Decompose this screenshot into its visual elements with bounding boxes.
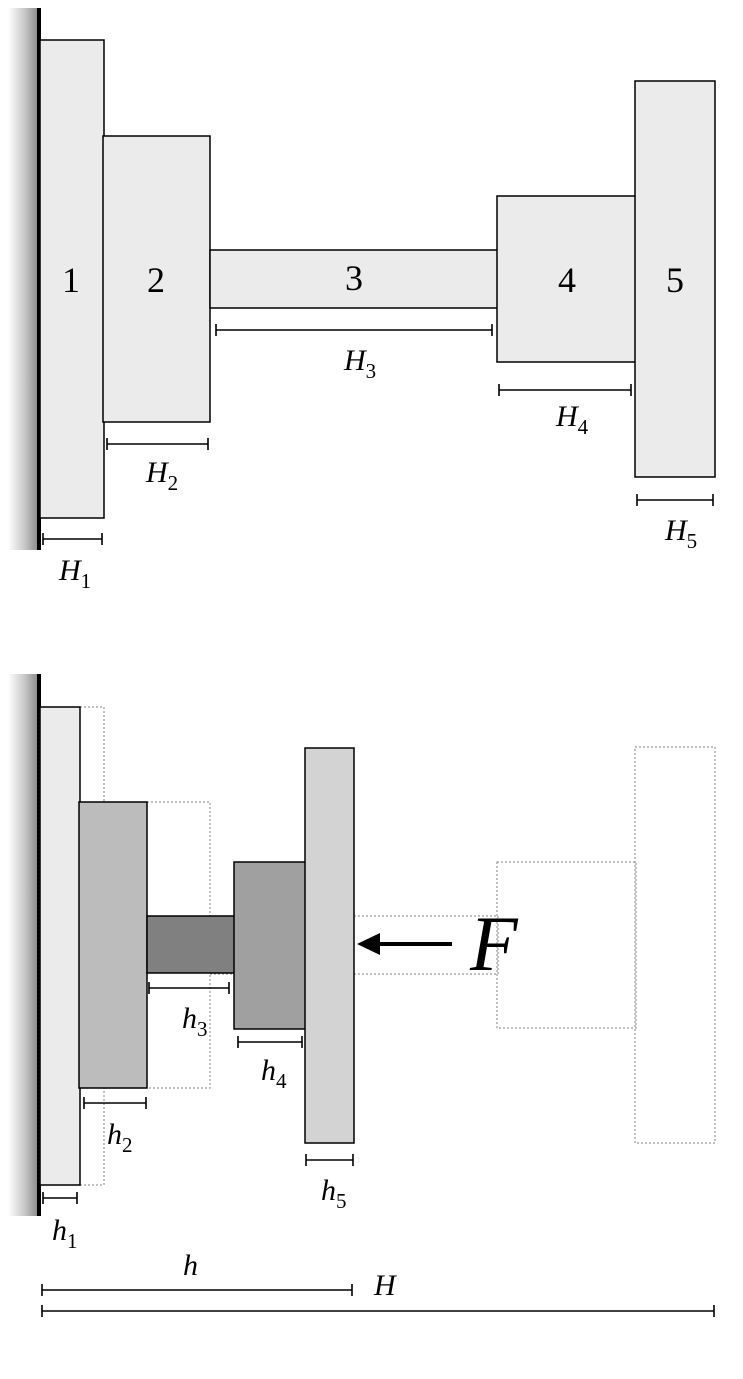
dim-H-total <box>41 1305 715 1317</box>
label-H-total: H <box>373 1269 398 1302</box>
wall-top <box>8 8 38 550</box>
dim-H5 <box>636 494 714 506</box>
dim-h3 <box>148 982 230 994</box>
label-h5: h5 <box>321 1174 347 1213</box>
compressed-block-2 <box>78 801 148 1089</box>
label-h4: h4 <box>261 1054 287 1093</box>
block-3-label: 3 <box>345 258 363 298</box>
ghost-block-5 <box>634 746 716 1144</box>
ghost-block-4 <box>496 861 637 1029</box>
dim-h-total <box>41 1284 353 1296</box>
label-h-total: h <box>183 1249 198 1282</box>
dim-h2 <box>83 1097 147 1109</box>
compressed-block-1 <box>39 706 81 1186</box>
force-label: F <box>469 900 519 987</box>
bottom-panel: F h1 h2 h3 h4 h5 h H <box>8 674 716 1317</box>
top-block-5 <box>634 80 716 478</box>
block-2-label: 2 <box>147 260 165 300</box>
block-4-label: 4 <box>558 260 576 300</box>
compressed-block-3 <box>146 915 236 974</box>
dim-h1 <box>42 1192 78 1204</box>
top-panel: 1 2 3 4 5 H1 H2 H3 H4 H5 <box>8 8 716 593</box>
label-h3: h3 <box>182 1002 208 1041</box>
block-1-label: 1 <box>62 260 80 300</box>
block-5-label: 5 <box>666 260 684 300</box>
label-H4: H4 <box>555 400 589 439</box>
force-arrow-icon <box>357 933 452 955</box>
label-H5: H5 <box>664 514 697 553</box>
compressed-block-5 <box>304 747 355 1144</box>
label-H1: H1 <box>58 554 91 593</box>
dim-h4 <box>237 1036 303 1048</box>
dim-H3 <box>215 324 493 336</box>
compressed-block-4 <box>233 861 307 1030</box>
label-H3: H3 <box>343 344 376 383</box>
wall-bottom <box>8 674 38 1216</box>
dim-H1 <box>42 533 103 545</box>
label-h1: h1 <box>52 1214 78 1253</box>
dim-h5 <box>305 1154 354 1166</box>
dim-H4 <box>498 384 632 396</box>
top-block-3 <box>209 249 499 309</box>
top-block-2 <box>102 135 211 423</box>
label-h2: h2 <box>107 1118 133 1157</box>
label-H2: H2 <box>145 456 178 495</box>
dim-H2 <box>106 438 209 450</box>
